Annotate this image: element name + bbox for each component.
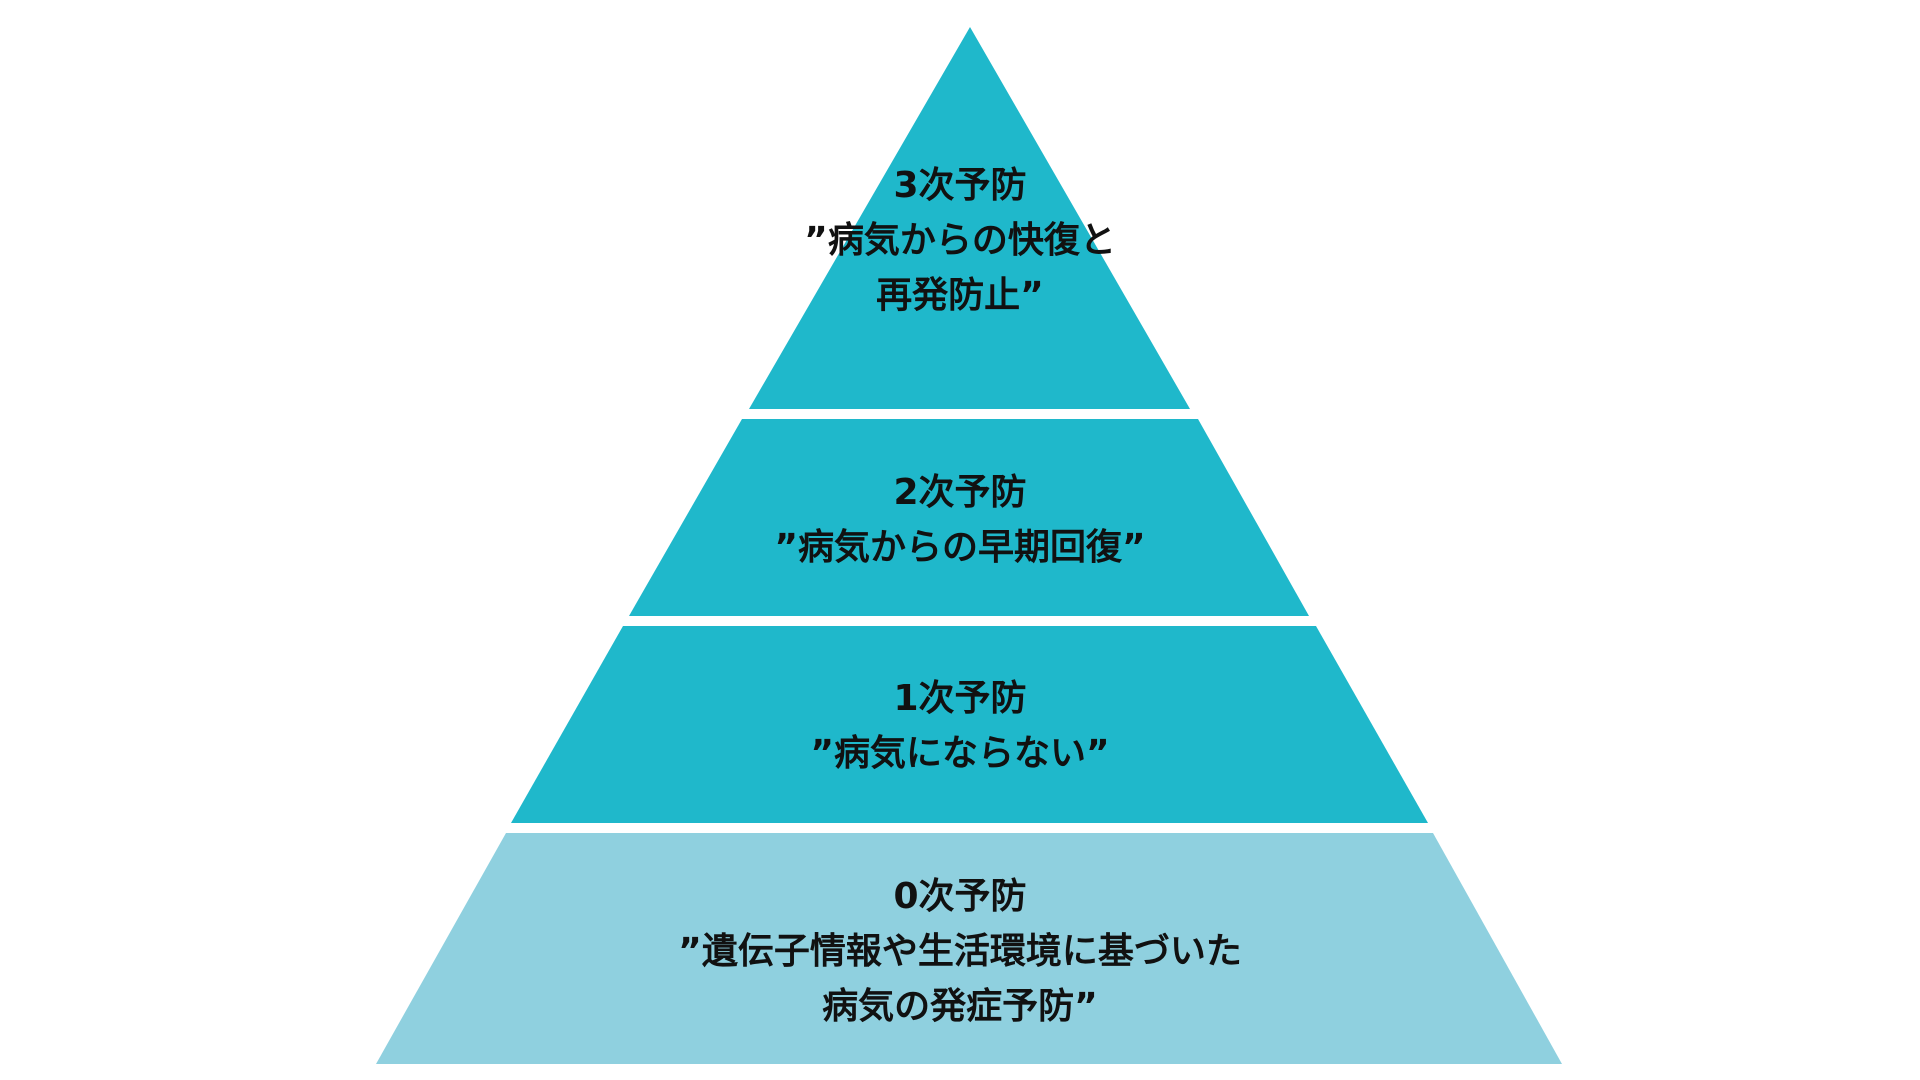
layer-1-line-1: ”病気にならない” (810, 733, 1110, 774)
layer-2-title: 2次予防 (893, 472, 1027, 513)
pyramid-layer-1 (511, 626, 1428, 823)
pyramid-layer-2 (629, 419, 1309, 616)
layer-2-label: 2次予防 ”病気からの早期回復” (0, 465, 1920, 575)
layer-1-title: 1次予防 (893, 678, 1027, 719)
pyramid-layer-3 (749, 27, 1190, 409)
layer-0-line-1: ”遺伝子情報や生活環境に基づいた (678, 931, 1242, 972)
layer-0-line-2: 病気の発症予防” (822, 986, 1098, 1027)
layer-1-label: 1次予防 ”病気にならない” (0, 671, 1920, 781)
pyramid-layer-0 (376, 833, 1562, 1064)
layer-0-title: 0次予防 (893, 876, 1027, 917)
layer-3-line-1: ”病気からの快復と (804, 220, 1116, 261)
layer-3-line-2: 再発防止” (876, 275, 1044, 316)
layer-3-title: 3次予防 (893, 165, 1027, 206)
layer-0-label: 0次予防 ”遺伝子情報や生活環境に基づいた 病気の発症予防” (0, 869, 1920, 1034)
layer-3-label: 3次予防 ”病気からの快復と 再発防止” (0, 158, 1920, 323)
layer-2-line-1: ”病気からの早期回復” (774, 527, 1146, 568)
